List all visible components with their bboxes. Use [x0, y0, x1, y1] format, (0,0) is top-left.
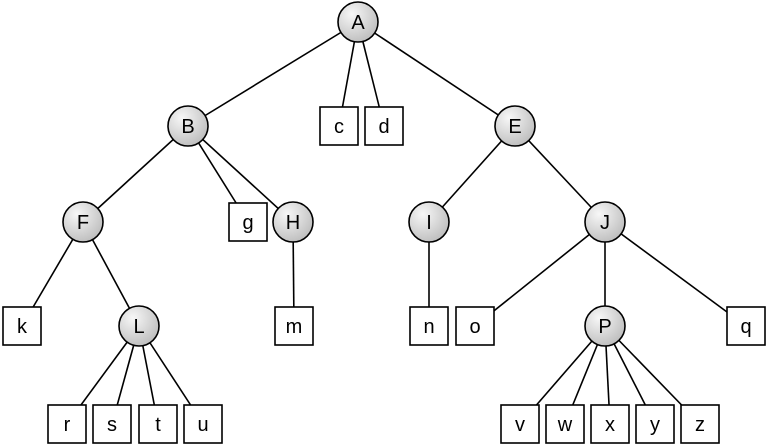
leaf-box-d [364, 106, 404, 146]
node-circle-P [584, 305, 626, 347]
node-circle-L [118, 305, 160, 347]
node-H: H [272, 201, 314, 243]
leaf-box-z [680, 404, 720, 444]
leaf-box-q [726, 306, 766, 346]
leaf-box-u [183, 404, 223, 444]
leaf-label-x: x [605, 414, 615, 436]
leaf-label-k: k [17, 316, 28, 338]
leaf-label-s: s [107, 414, 117, 436]
node-circle-E [494, 105, 536, 147]
leaf-box-s [92, 404, 132, 444]
edge-E-J [514, 125, 606, 223]
leaf-k: k [2, 306, 42, 346]
node-I: I [408, 201, 450, 243]
leaf-label-d: d [378, 116, 389, 138]
leaf-box-g [228, 202, 268, 242]
node-F: F [62, 201, 104, 243]
leaf-o: o [455, 306, 495, 346]
node-E: E [494, 105, 536, 147]
node-circle-F [62, 201, 104, 243]
node-L: L [118, 305, 160, 347]
node-label-P: P [598, 316, 611, 338]
leaf-box-t [138, 404, 178, 444]
leaf-label-r: r [64, 414, 71, 436]
leaf-m: m [274, 306, 314, 346]
leaf-box-r [47, 404, 87, 444]
leaf-box-y [635, 404, 675, 444]
edge-A-B [187, 21, 359, 127]
leaf-label-v: v [515, 414, 525, 436]
leaf-y: y [635, 404, 675, 444]
leaf-box-x [590, 404, 630, 444]
leaf-label-n: n [423, 316, 434, 338]
leaf-r: r [47, 404, 87, 444]
node-P: P [584, 305, 626, 347]
leaf-w: w [545, 404, 585, 444]
edge-B-F [82, 125, 189, 223]
node-A: A [337, 1, 379, 43]
leaf-label-u: u [197, 414, 208, 436]
leaf-box-n [409, 306, 449, 346]
leaf-g: g [228, 202, 268, 242]
leaf-q: q [726, 306, 766, 346]
edge-E-I [428, 125, 516, 223]
leaf-v: v [500, 404, 540, 444]
node-label-B: B [181, 116, 194, 138]
leaf-box-c [319, 106, 359, 146]
node-circle-B [167, 105, 209, 147]
leaf-n: n [409, 306, 449, 346]
leaf-c: c [319, 106, 359, 146]
leaf-label-q: q [740, 316, 751, 338]
leaf-label-z: z [695, 414, 705, 436]
node-label-E: E [508, 116, 521, 138]
leaf-box-v [500, 404, 540, 444]
leaf-box-o [455, 306, 495, 346]
leaf-t: t [138, 404, 178, 444]
leaf-label-t: t [155, 414, 161, 436]
leaf-box-k [2, 306, 42, 346]
leaf-d: d [364, 106, 404, 146]
node-circle-J [584, 201, 626, 243]
leaf-box-m [274, 306, 314, 346]
node-J: J [584, 201, 626, 243]
edge-B-H [187, 125, 294, 223]
leaf-label-w: w [557, 414, 573, 436]
leaf-label-c: c [334, 116, 344, 138]
edge-J-o [474, 221, 606, 327]
edge-A-E [357, 21, 516, 127]
node-circle-H [272, 201, 314, 243]
leaf-label-m: m [286, 316, 303, 338]
node-circle-I [408, 201, 450, 243]
edge-J-q [604, 221, 747, 327]
leaf-label-o: o [469, 316, 480, 338]
node-label-A: A [351, 12, 365, 34]
node-label-F: F [77, 212, 89, 234]
node-label-H: H [286, 212, 300, 234]
leaf-box-w [545, 404, 585, 444]
node-label-J: J [600, 212, 610, 234]
edges-layer [21, 21, 747, 425]
node-label-I: I [426, 212, 432, 234]
leaf-x: x [590, 404, 630, 444]
leaf-label-y: y [650, 414, 660, 436]
leaf-s: s [92, 404, 132, 444]
node-circle-A [337, 1, 379, 43]
leaf-label-g: g [242, 212, 253, 234]
node-B: B [167, 105, 209, 147]
leaf-u: u [183, 404, 223, 444]
leaf-z: z [680, 404, 720, 444]
node-label-L: L [133, 316, 144, 338]
